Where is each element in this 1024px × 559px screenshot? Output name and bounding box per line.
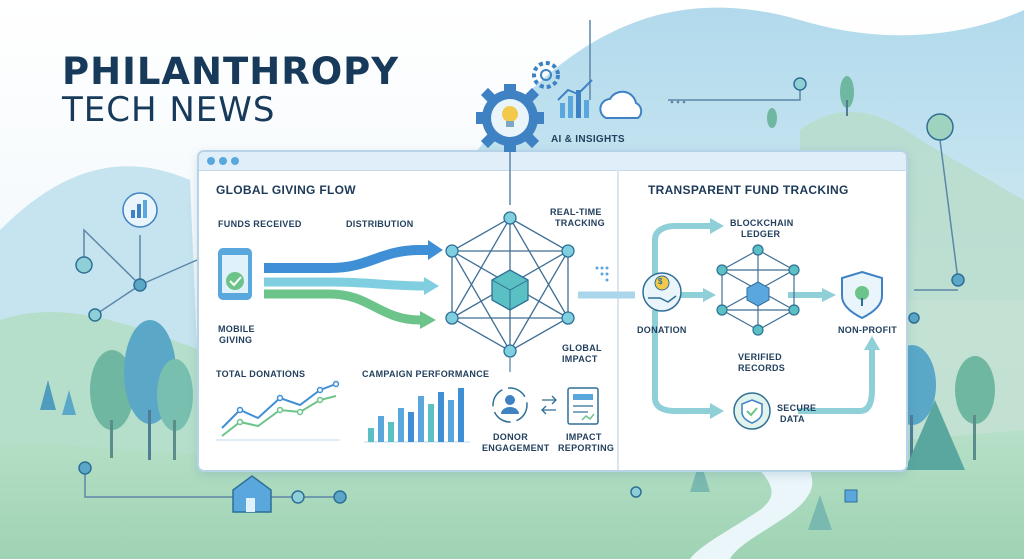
campaign-performance-label: CAMPAIGN PERFORMANCE	[362, 369, 490, 379]
cube-icon	[491, 269, 529, 311]
bar-chart-icon	[557, 79, 593, 118]
campaign-bar-chart	[364, 388, 470, 443]
lightbulb-icon	[502, 106, 518, 127]
shield-check-icon	[733, 392, 771, 430]
cloud-icon	[599, 90, 643, 119]
real-time-label: REAL-TIME	[550, 207, 602, 217]
ledger-cube-icon	[746, 281, 770, 307]
window-dot-3	[231, 157, 239, 165]
donor-label: DONOR	[493, 432, 528, 442]
donation-label: DONATION	[637, 325, 687, 335]
verified-label: VERIFIED	[738, 352, 782, 362]
flow-arrows	[264, 240, 443, 329]
window-dot-1	[207, 157, 215, 165]
engagement-label: ENGAGEMENT	[482, 443, 550, 453]
global-giving-flow-title: GLOBAL GIVING FLOW	[216, 183, 356, 197]
window-titlebar	[199, 152, 906, 171]
total-donations-label: TOTAL DONATIONS	[216, 369, 306, 379]
network-nodes	[75, 77, 965, 504]
shield-tree-icon	[841, 270, 883, 320]
small-box-icon	[844, 489, 858, 503]
page-title-line2: TECH NEWS	[62, 90, 276, 130]
ledger-label: LEDGER	[741, 229, 781, 239]
house-icon	[232, 475, 272, 513]
network-node-dots	[445, 211, 575, 358]
distribution-label: DISTRIBUTION	[346, 219, 414, 229]
transparent-fund-tracking-title: TRANSPARENT FUND TRACKING	[648, 183, 849, 197]
page-title-line1: PHILANTHROPY	[62, 50, 400, 93]
dollar-symbol: $	[658, 277, 663, 286]
donations-line-chart	[216, 380, 340, 441]
mobile-label: MOBILE	[218, 324, 255, 334]
hand-coin-icon	[642, 272, 682, 312]
records-label: RECORDS	[738, 363, 786, 373]
small-gear-icon	[532, 61, 560, 89]
exchange-arrows-icon	[541, 395, 557, 415]
impact-reporting-label-2: REPORTING	[558, 443, 615, 453]
giving-label: GIVING	[219, 335, 253, 345]
phone-check-icon	[218, 248, 252, 300]
right-arrowheads	[703, 218, 880, 419]
donor-icon	[492, 387, 528, 423]
impact-label: IMPACT	[562, 354, 598, 364]
panel-divider	[617, 170, 619, 470]
report-icon	[567, 387, 599, 425]
analytics-icon	[122, 192, 158, 228]
blockchain-nodes	[716, 244, 800, 336]
tracking-label: TRACKING	[555, 218, 605, 228]
secure-label: SECURE	[777, 403, 817, 413]
blockchain-label: BLOCKCHAIN	[730, 218, 794, 228]
impact-reporting-label-1: IMPACT	[566, 432, 602, 442]
trees-left	[40, 320, 193, 460]
ai-insights-label: AI & INSIGHTS	[551, 134, 625, 145]
data-label: DATA	[780, 414, 805, 424]
non-profit-label: NON-PROFIT	[838, 325, 897, 335]
right-flow-arrows	[652, 223, 875, 414]
global-label: GLOBAL	[562, 343, 602, 353]
window-dot-2	[219, 157, 227, 165]
funds-received-label: FUNDS RECEIVED	[218, 219, 302, 229]
